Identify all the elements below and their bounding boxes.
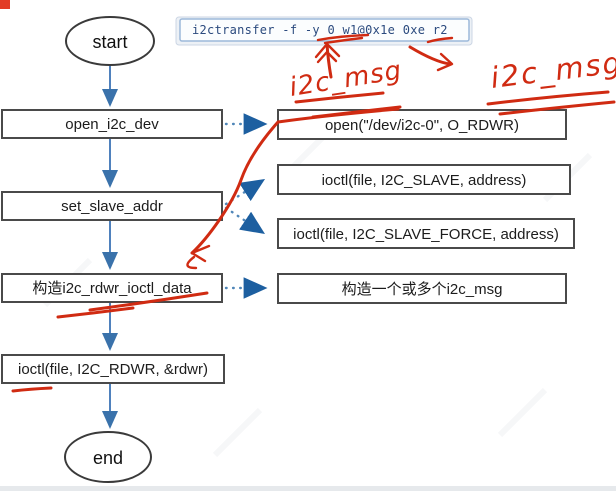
recording-dot bbox=[0, 0, 10, 9]
end-terminal-label: end bbox=[93, 448, 123, 468]
command-input-group: i2ctransfer -f -y 0 w1@0x1e 0xe r2 bbox=[175, 16, 473, 46]
ink-underline-build bbox=[88, 291, 209, 312]
node-set-slave-addr-label: set_slave_addr bbox=[61, 198, 163, 215]
node-set-slave-addr bbox=[1, 191, 223, 221]
ink-long-arrow-head bbox=[190, 244, 211, 263]
node-ioctl-slave-label: ioctl(file, I2C_SLAVE, address) bbox=[322, 172, 527, 189]
ink-up-arrow-head bbox=[314, 42, 341, 59]
node-build-i2c-msg-label: 构造一个或多个i2c_msg bbox=[342, 281, 503, 298]
node-ioctl-slave bbox=[277, 164, 571, 195]
command-input[interactable] bbox=[179, 18, 470, 42]
connector-slave-force bbox=[224, 206, 265, 234]
node-ioctl-slave-force bbox=[277, 218, 575, 249]
bottom-edge-strip bbox=[0, 486, 616, 491]
ink-underline-r2 bbox=[426, 36, 454, 44]
command-input-value: i2ctransfer -f -y 0 w1@0x1e 0xe r2 bbox=[192, 23, 448, 37]
ink-note-right-underline-2 bbox=[498, 100, 616, 116]
ink-underline-w1 bbox=[316, 33, 370, 42]
ink-swoosh-arrow bbox=[408, 45, 452, 66]
ink-swoosh-arrow-head bbox=[436, 52, 454, 72]
ink-long-arrow bbox=[190, 107, 400, 255]
ink-up-arrow-head-2 bbox=[316, 50, 338, 64]
ink-long-arrow-hook bbox=[186, 255, 198, 270]
node-ioctl-slave-force-label: ioctl(file, I2C_SLAVE_FORCE, address) bbox=[293, 226, 559, 243]
node-open-i2c-dev bbox=[1, 109, 223, 139]
node-ioctl-rdwr-label: ioctl(file, I2C_RDWR, &rdwr) bbox=[18, 361, 208, 378]
node-ioctl-rdwr bbox=[1, 354, 225, 384]
ink-note-left-underline bbox=[294, 91, 385, 104]
node-open-call-label: open("/dev/i2c-0", O_RDWR) bbox=[325, 117, 519, 134]
ink-underline-build-2 bbox=[56, 306, 135, 319]
start-terminal bbox=[65, 16, 155, 66]
node-open-i2c-dev-label: open_i2c_dev bbox=[65, 116, 159, 133]
node-build-rdwr-ioctl-data-label: 构造i2c_rdwr_ioctl_data bbox=[32, 280, 192, 297]
ink-underline-w1-b bbox=[323, 36, 364, 45]
start-terminal-label: start bbox=[92, 32, 127, 52]
ink-underline-ioctl bbox=[11, 386, 53, 393]
end-terminal bbox=[64, 431, 152, 483]
node-build-i2c-msg bbox=[277, 273, 567, 304]
ink-note-right: i2c_msg bbox=[489, 45, 616, 95]
ink-up-arrow-stem bbox=[325, 42, 333, 79]
ink-note-right-underline bbox=[486, 90, 610, 106]
